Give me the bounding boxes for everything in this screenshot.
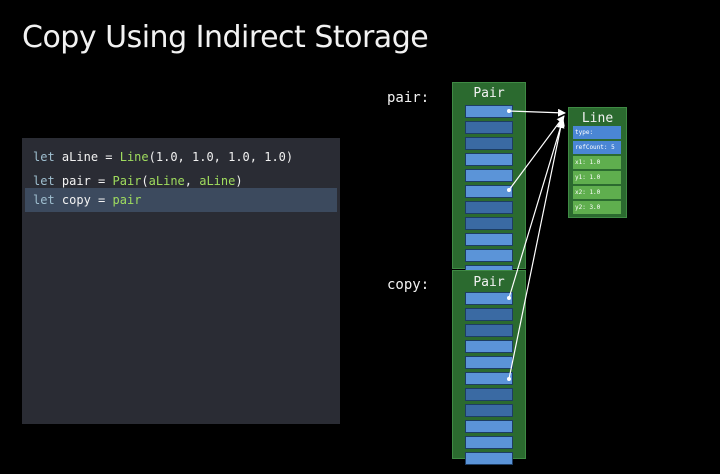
pair-label: pair:: [387, 90, 430, 106]
copy-storage-cell: [465, 452, 513, 465]
line-instance-box: Line type: refCount: 5 x1: 1.0 y1: 1.0 x…: [568, 107, 627, 218]
line-field-refcount: refCount: 5: [573, 141, 621, 154]
argument: aLine: [199, 174, 236, 188]
pair-storage-cell: [465, 169, 513, 182]
keyword-let: let: [33, 193, 55, 207]
separator: ,: [184, 174, 200, 188]
pair-storage-cell: [465, 185, 513, 198]
arrow-pair-second: [507, 115, 565, 192]
copy-storage-cell: [465, 436, 513, 449]
code-panel: let aLine = Line(1.0, 1.0, 1.0, 1.0) let…: [22, 138, 340, 424]
paren-close: ): [235, 174, 243, 188]
copy-storage-cell: [465, 292, 513, 305]
copy-storage-cell: [465, 340, 513, 353]
identifier: pair: [61, 174, 91, 188]
pair-storage-cell: [465, 233, 513, 246]
code-line-2: let pair = Pair(aLine, aLine): [25, 169, 337, 193]
copy-storage-cell: [465, 404, 513, 417]
paren-open: (: [141, 174, 149, 188]
type-name: Line: [119, 150, 149, 164]
copy-storage-cell: [465, 372, 513, 385]
line-field-y2: y2: 3.0: [573, 201, 621, 214]
line-field-x2: x2: 1.0: [573, 186, 621, 199]
argument: aLine: [148, 174, 185, 188]
line-field-type: type:: [573, 126, 621, 139]
arrow-copy-first: [507, 118, 565, 300]
copy-storage-cell: [465, 388, 513, 401]
value: pair: [112, 193, 142, 207]
pair-storage-cell: [465, 201, 513, 214]
operator: =: [90, 193, 113, 207]
arrow-pair-first: [507, 108, 566, 117]
operator: =: [98, 150, 120, 164]
keyword-let: let: [33, 174, 55, 188]
identifier: copy: [61, 193, 91, 207]
type-name: Pair: [112, 174, 142, 188]
keyword-let: let: [33, 150, 55, 164]
copy-box-title: Pair: [473, 275, 505, 290]
pair-storage-cell: [465, 217, 513, 230]
pair-storage-cell: [465, 249, 513, 262]
pair-storage-cell: [465, 137, 513, 150]
arrow-copy-second: [507, 120, 565, 381]
pair-storage-cell: [465, 121, 513, 134]
pair-box-title: Pair: [473, 86, 505, 101]
operator: =: [90, 174, 113, 188]
copy-storage-cell: [465, 324, 513, 337]
line-field-x1: x1: 1.0: [573, 156, 621, 169]
copy-instance-box: Pair: [452, 270, 526, 465]
copy-label: copy:: [387, 277, 430, 293]
copy-storage-cell: [465, 308, 513, 321]
copy-storage-cell: [465, 420, 513, 433]
identifier: aLine: [61, 150, 99, 164]
pair-instance-box: Pair: [452, 82, 526, 278]
slide-title: Copy Using Indirect Storage: [22, 20, 429, 55]
code-line-3-highlighted: let copy = pair: [25, 188, 337, 212]
pair-storage-cell: [465, 153, 513, 166]
line-box-title: Line: [581, 111, 614, 126]
arguments: (1.0, 1.0, 1.0, 1.0): [148, 150, 294, 164]
line-field-y1: y1: 1.0: [573, 171, 621, 184]
code-line-1: let aLine = Line(1.0, 1.0, 1.0, 1.0): [25, 145, 337, 169]
